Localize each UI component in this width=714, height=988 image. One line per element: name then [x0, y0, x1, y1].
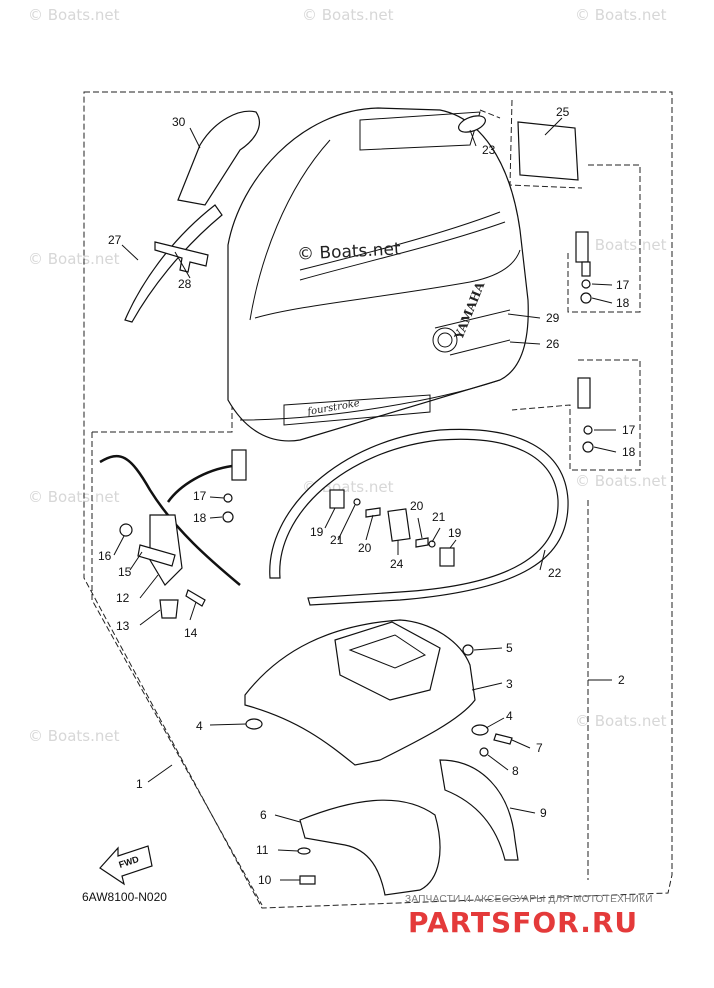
latch-left: [222, 449, 247, 523]
part-19-right: [439, 547, 455, 567]
part-19-left: [329, 489, 345, 509]
watermark-9: © Boats.net: [28, 727, 120, 745]
watermark-1: © Boats.net: [28, 6, 120, 24]
watermark-8: © Boats.net: [575, 472, 667, 490]
callout-6: 6: [260, 808, 267, 822]
cowling-cable: [99, 454, 241, 586]
watermark-6: © Boats.net: [28, 488, 120, 506]
part-7-bolt: [493, 733, 513, 745]
banner-subtitle: ЗАПЧАСТИ И АКСЕССУАРЫ ДЛЯ МОТОТЕХНИКИ: [405, 894, 653, 905]
callouts: 30 27 28 23 25 29 26 17 18 17 18 17 18 1…: [98, 105, 636, 887]
callout-30: 30: [172, 115, 186, 129]
callout-3: 3: [506, 677, 513, 691]
latch-mid-right: [577, 377, 594, 453]
part-22-seal: [269, 428, 569, 606]
latch-upper-right: [575, 231, 592, 304]
part-29: [434, 309, 511, 329]
callout-4a: 4: [196, 719, 203, 733]
part-25-decal: [517, 121, 579, 181]
top-cowling-boundary: [91, 362, 263, 906]
part-28-clip: [154, 241, 209, 273]
part-6-pan: [299, 799, 441, 896]
callout-28: 28: [178, 277, 192, 291]
leader-lines: [113, 117, 617, 881]
callout-12: 12: [116, 591, 130, 605]
callout-15: 15: [118, 565, 132, 579]
part-4-left: [245, 718, 263, 730]
callout-9: 9: [540, 806, 547, 820]
callout-10: 10: [258, 873, 272, 887]
part-5-washer: [462, 644, 474, 656]
callout-4b: 4: [506, 709, 513, 723]
lever-assembly: [119, 514, 206, 619]
callout-20b: 20: [410, 499, 424, 513]
callout-21b: 21: [432, 510, 446, 524]
part-24: [387, 508, 411, 542]
top-cowling: [227, 107, 529, 442]
part-11-washer: [297, 847, 311, 855]
callout-21a: 21: [330, 533, 344, 547]
callout-17c: 17: [193, 489, 207, 503]
part-3-bottom-cowling: [244, 619, 476, 766]
part-10-bolt: [299, 875, 316, 885]
callout-24: 24: [390, 557, 404, 571]
fwd-arrow: FWD: [99, 845, 153, 886]
callout-14: 14: [184, 626, 198, 640]
callout-17a: 17: [616, 278, 630, 292]
part-26: [449, 339, 511, 356]
callout-18b: 18: [622, 445, 636, 459]
callout-1: 1: [136, 777, 143, 791]
callout-20a: 20: [358, 541, 372, 555]
watermark-11: © Boats.net: [575, 712, 667, 730]
callout-8: 8: [512, 764, 519, 778]
watermark-3: © Boats.net: [575, 6, 667, 24]
callout-7: 7: [536, 741, 543, 755]
callout-11: 11: [256, 843, 269, 857]
part-8-washer: [479, 747, 489, 757]
callout-17b: 17: [622, 423, 636, 437]
part-23: [458, 115, 486, 133]
callout-23: 23: [482, 143, 496, 157]
part-4-right: [471, 724, 489, 736]
callout-22: 22: [548, 566, 562, 580]
watermark-2: © Boats.net: [302, 6, 394, 24]
part-30-decal: [177, 110, 261, 206]
part-9-panel: [439, 759, 519, 861]
callout-13: 13: [116, 619, 130, 633]
callout-29: 29: [546, 311, 560, 325]
callout-18a: 18: [616, 296, 630, 310]
assembly-boundary: [83, 91, 673, 909]
callout-26: 26: [546, 337, 560, 351]
watermark-5: © Boats.net: [575, 236, 667, 254]
callout-16: 16: [98, 549, 112, 563]
callout-25: 25: [556, 105, 570, 119]
callout-19b: 19: [448, 526, 462, 540]
callout-19a: 19: [310, 525, 324, 539]
callout-5: 5: [506, 641, 513, 655]
diagram-code: 6AW8100-N020: [82, 890, 167, 904]
watermark-4: © Boats.net: [28, 250, 120, 268]
part-27-trim: [124, 204, 223, 323]
callout-2: 2: [618, 673, 625, 687]
callout-18c: 18: [193, 511, 207, 525]
callout-27: 27: [108, 233, 122, 247]
banner-logo-text: PARTSFOR.RU: [408, 906, 639, 939]
